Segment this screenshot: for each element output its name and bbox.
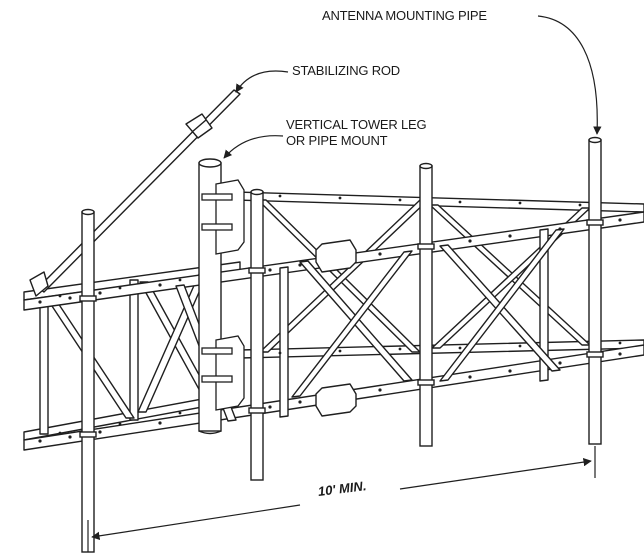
bolt-holes-left [58,278,182,435]
bolt-holes [38,194,622,443]
leader-antenna-pipe [537,15,602,135]
antenna-pipe-3 [417,162,435,447]
front-web-diagonals [175,228,565,422]
leader-lines [223,15,602,159]
label-pipe-mount: OR PIPE MOUNT [286,133,388,148]
pipe-mount-hardware [201,179,245,411]
antenna-pipe-2 [248,188,266,481]
antenna-pipe-1 [79,208,97,553]
dimension-line [87,446,596,552]
left-vertical-b [129,279,139,421]
bracket-plate-lower [315,383,357,417]
label-vertical-tower-leg: VERTICAL TOWER LEG [286,117,427,132]
antenna-pipe-4 [586,136,604,445]
antenna-pipes [79,136,604,553]
bolt-holes-rear-bottom [278,341,622,355]
mount-bracket-lower [215,335,245,411]
front-vertical-strut-a [279,266,289,418]
front-vertical-strut-b [539,228,549,382]
truss-frame [23,191,644,451]
dimension-arrow-right [399,457,592,490]
dimension-arrow-left [91,504,301,541]
bolt-holes-rear-top [278,194,582,207]
label-stabilizing-rod: STABILIZING ROD [292,63,400,78]
left-vertical-a [39,299,49,435]
label-antenna-mounting-pipe: ANTENNA MOUNTING PIPE [322,8,487,23]
mount-bracket-upper [215,179,245,255]
leader-tower-leg [223,135,284,159]
bracket-plate-upper [315,239,357,273]
leader-stabilizing-rod [235,70,289,93]
stabilizing-rod-end [29,271,49,297]
